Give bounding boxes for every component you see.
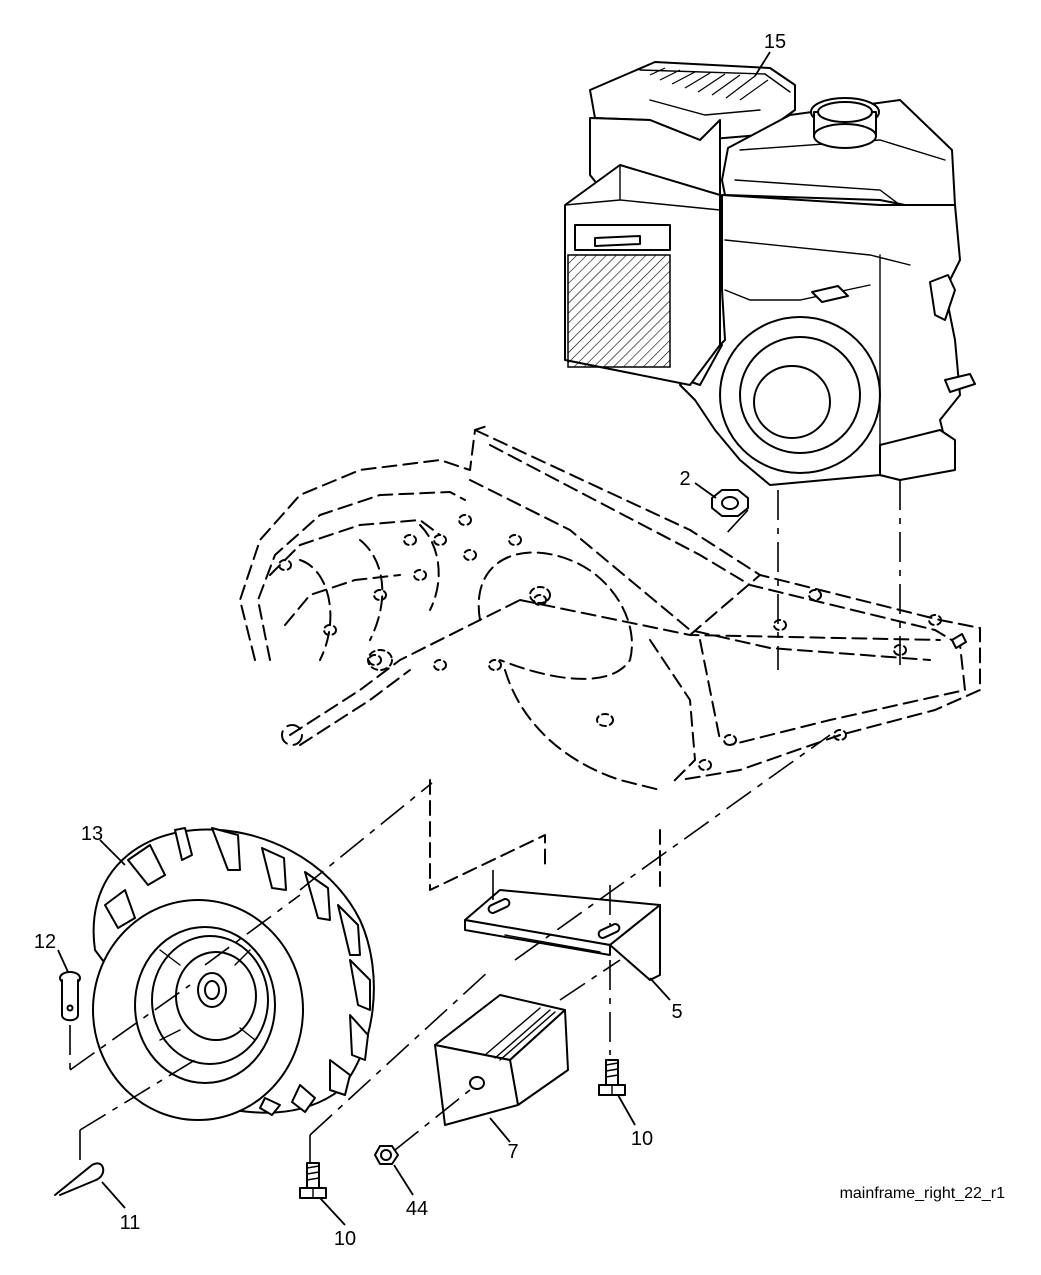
clevis-pin bbox=[59, 971, 81, 1070]
wheel bbox=[92, 827, 375, 1121]
callout-2: 2 bbox=[679, 468, 690, 490]
callout-15: 15 bbox=[764, 31, 786, 53]
hairpin-clip bbox=[54, 1130, 105, 1196]
bolt-left bbox=[299, 1162, 327, 1199]
callout-10-left: 10 bbox=[334, 1228, 356, 1250]
weight-block bbox=[394, 959, 621, 1151]
callout-13: 13 bbox=[81, 823, 103, 845]
leader-lines bbox=[57, 51, 771, 1226]
callout-11: 11 bbox=[120, 1212, 141, 1234]
callout-10-right: 10 bbox=[631, 1128, 653, 1150]
flange-nut bbox=[711, 489, 749, 536]
hex-nut bbox=[374, 1145, 399, 1165]
engine bbox=[564, 61, 976, 486]
callout-7: 7 bbox=[507, 1141, 518, 1163]
diagram-id: mainframe_right_22_r1 bbox=[840, 1185, 1006, 1202]
callout-5: 5 bbox=[671, 1001, 682, 1023]
bolt-right bbox=[598, 1059, 626, 1096]
callout-44: 44 bbox=[406, 1198, 428, 1220]
bracket bbox=[464, 870, 661, 1055]
main-frame bbox=[239, 424, 981, 791]
callout-12: 12 bbox=[34, 931, 56, 953]
